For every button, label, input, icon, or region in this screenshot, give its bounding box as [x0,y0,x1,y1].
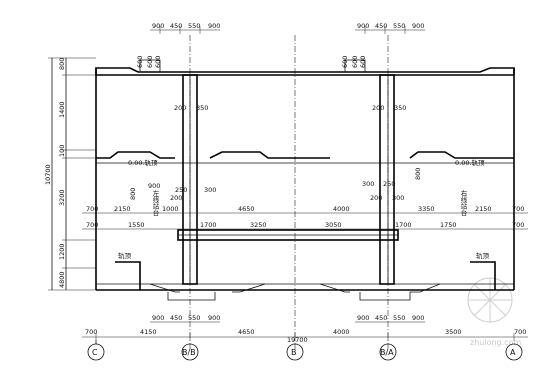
bottom-dim-7: 700 [514,328,526,336]
right-pf-dim-4: 300 [392,194,404,202]
axis-label-ba: B/A [380,348,394,357]
left-pf-dim-2: 250 [175,186,187,194]
lower-dim-1: 700 [86,221,98,229]
bottom-dim-6: 3500 [445,328,462,336]
upper-dim-3: 1000 [162,205,179,213]
left-platform-labels: 0.00.轨顶 左线站台 轨顶 900 250 300 200 800 [118,158,216,260]
bot-dim-l1: 900 [152,314,164,322]
bot-dim-l3: 550 [188,314,200,322]
bottom-dimensions-left: 900 450 550 900 [150,314,220,323]
top-dimensions-right: 900 450 550 900 600 600 600 [341,22,425,68]
lower-dim-6: 1700 [395,221,412,229]
upper-dim-8: 700 [512,205,524,213]
top-dim-r3: 550 [393,22,405,30]
lower-dim-4: 3250 [250,221,267,229]
right-platform-labels: 0.00.轨顶 右线站台 轨顶 300 250 200 300 800 [362,158,490,260]
axis-label-c: C [92,348,98,357]
bottom-dim-3: 4650 [238,328,255,336]
right-rail-label: 轨顶 [476,251,490,260]
left-dim-5: 1200 [58,243,66,260]
upper-dim-1: 700 [86,205,98,213]
right-top-label: 0.00.轨顶 [455,158,485,167]
top-col-l-b: 600 [146,56,154,68]
lower-dim-8: 700 [512,221,524,229]
right-pf-dim-2: 250 [383,180,395,188]
lower-dim-3: 1700 [200,221,217,229]
axis-label-a: A [510,348,516,357]
lower-dim-2: 1550 [128,221,145,229]
left-dim-2: 1400 [58,101,66,118]
col-dim-r-350: 350 [394,104,406,112]
bot-dim-r3: 550 [393,314,405,322]
axis-bubble-bb [181,343,199,361]
top-dim-l2: 450 [170,22,182,30]
structure-outline [95,59,515,301]
top-dimensions-left: 900 450 550 900 600 600 600 [136,22,220,68]
bot-dim-r1: 900 [357,314,369,322]
left-vertical-dimensions: 800 1400 100 3200 1200 4800 10700 [44,58,96,291]
left-top-label: 0.00.轨顶 [128,158,158,167]
right-pf-dim-1: 300 [362,180,374,188]
axis-bubble-c [87,343,105,361]
right-pf-dim-0: 800 [414,168,422,180]
upper-dim-2: 2150 [114,205,131,213]
bottom-dim-4: 19700 [287,336,308,344]
left-dim-3: 100 [58,145,66,157]
top-dim-r2: 450 [375,22,387,30]
watermark-text: zhulong.com [470,338,521,347]
bottom-dim-5: 4000 [333,328,350,336]
upper-dimension-row: 700 2150 1000 4650 4000 3350 2150 700 [82,205,528,214]
right-platform-label: 右线站台 [459,189,467,218]
bot-dim-r4: 900 [412,314,424,322]
bottom-dimensions-right: 900 450 550 900 [355,314,425,323]
left-pf-dim-4: 200 [170,194,182,202]
top-col-r-c: 600 [359,56,367,68]
top-dim-l1: 900 [152,22,164,30]
left-dim-1: 800 [58,58,66,70]
col-dim-l-200: 200 [174,104,186,112]
lower-dim-5: 3050 [325,221,342,229]
axis-bubble-b [286,343,304,361]
top-col-l-a: 600 [136,56,144,68]
top-col-l-c: 600 [154,56,162,68]
axis-bubble-a [505,343,523,361]
left-platform-label: 左线站台 [151,189,159,218]
top-col-r-a: 600 [341,56,349,68]
right-pf-dim-3: 200 [370,194,382,202]
axis-label-bb: B/B [182,348,196,357]
top-dim-r1: 900 [357,22,369,30]
lower-dim-7: 1750 [440,221,457,229]
left-pf-dim-3: 300 [204,186,216,194]
top-dim-l3: 550 [188,22,200,30]
bot-dim-l2: 450 [170,314,182,322]
top-col-r-b: 600 [351,56,359,68]
bottom-dim-2: 4150 [140,328,157,336]
lower-dimension-row: 700 1550 1700 3250 3050 1700 1750 700 [82,221,528,230]
axis-label-b: B [291,348,297,357]
bot-dim-r2: 450 [375,314,387,322]
col-dim-l-350: 350 [196,104,208,112]
left-rail-label: 轨顶 [118,251,132,260]
bot-dim-l4: 900 [208,314,220,322]
top-dim-l4: 900 [208,22,220,30]
axis-bubbles: C B/B B B/A A [87,340,523,361]
left-pf-dim-0: 800 [129,188,137,200]
col-dim-r-200: 200 [372,104,384,112]
left-total-dim: 10700 [44,164,52,185]
bottom-overall-dimension-row: 700 4150 4650 19700 4000 3500 700 [82,328,528,344]
upper-dim-5: 4000 [333,205,350,213]
left-dim-6: 4800 [58,271,66,288]
axis-bubble-ba [379,343,397,361]
left-pf-dim-1: 900 [148,182,160,190]
left-dim-4: 3200 [58,189,66,206]
top-dim-r4: 900 [412,22,424,30]
upper-dim-4: 4650 [238,205,255,213]
upper-dim-6: 3350 [418,205,435,213]
upper-dim-7: 2150 [475,205,492,213]
bottom-dim-1: 700 [85,328,97,336]
